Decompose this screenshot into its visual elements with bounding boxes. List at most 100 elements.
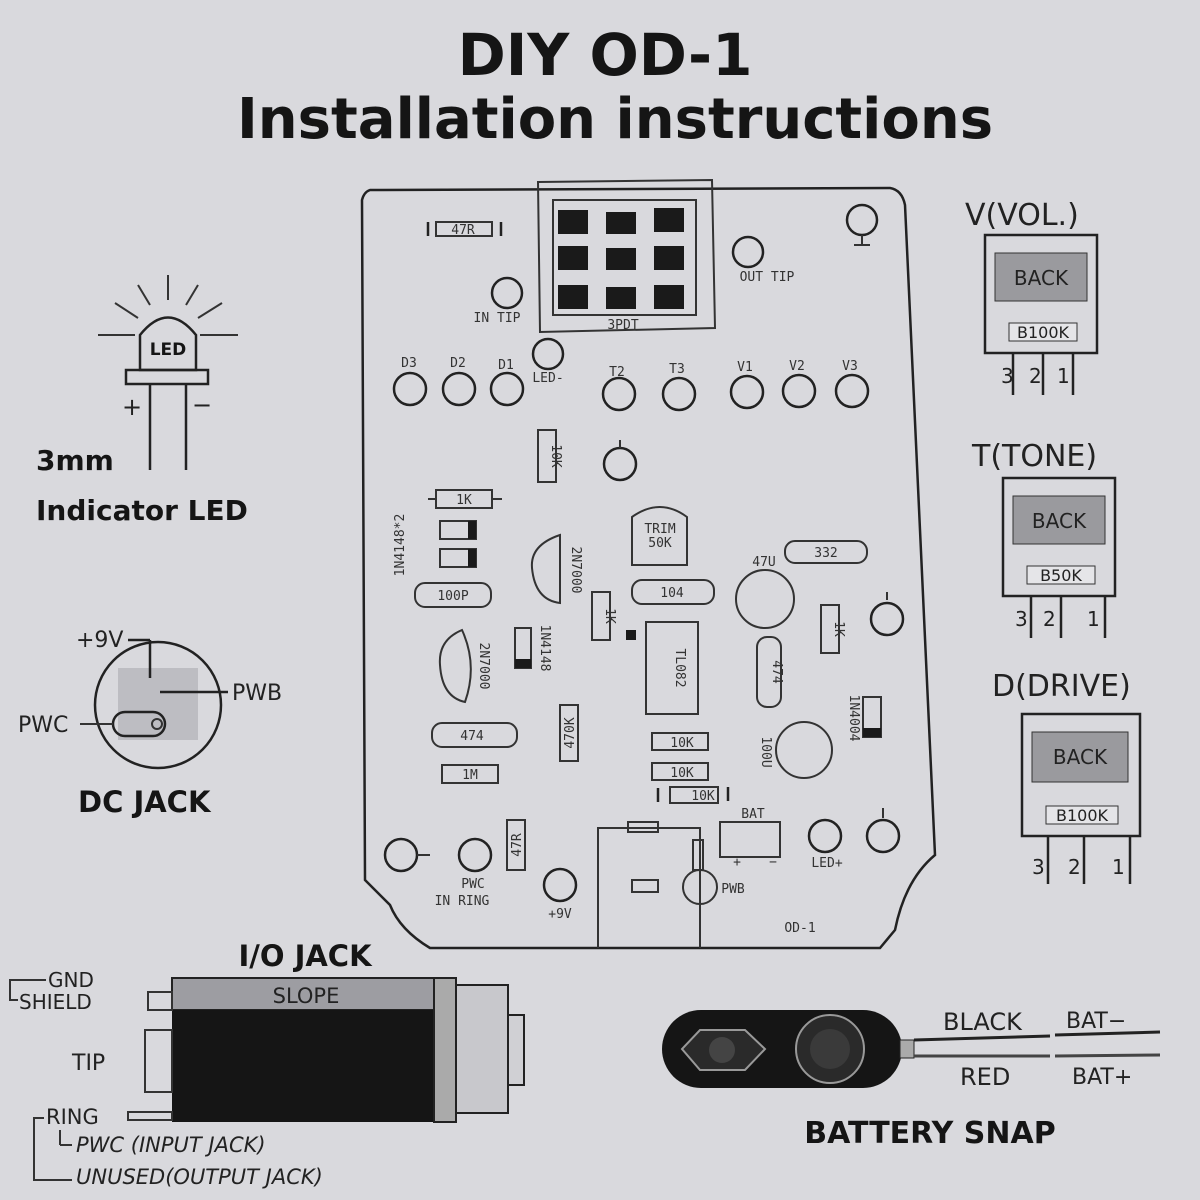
pcb-pad-v1: V1	[737, 360, 753, 375]
pcb-pwb: PWB	[721, 882, 745, 897]
pcb-c-474-a: 474	[460, 729, 484, 744]
pcb-bat-plus: +	[733, 855, 741, 870]
io-jack-gnd-label: GND	[48, 968, 94, 992]
pot-back-label: BACK	[1053, 745, 1108, 769]
pot-pin-1: 1	[1087, 607, 1100, 631]
pcb-d-1n4004: 1N4004	[846, 695, 861, 742]
battery-snap-diagram: BLACK BAT− RED BAT+ BATTERY SNAP	[662, 1008, 1161, 1151]
pcb-r-10k-a: 10K	[548, 444, 563, 468]
led-bulb-label: LED	[150, 340, 187, 360]
dc-jack-diagram: +9V PWB PWC DC JACK	[18, 628, 282, 819]
pcb-r-10k-c: 10K	[670, 766, 694, 781]
dc-jack-pwb-label: PWB	[232, 681, 282, 706]
led-plus-label: +	[122, 393, 142, 421]
pcb-diodes-label: 1N4148*2	[393, 514, 408, 577]
io-jack-title: I/O JACK	[238, 939, 373, 973]
io-jack-unused-label: UNUSED(OUTPUT JACK)	[76, 1165, 323, 1189]
pcb-r-470k: 470K	[563, 717, 578, 748]
pcb-pad-v2: V2	[789, 359, 805, 374]
pcb-pad-t2: T2	[609, 365, 625, 380]
pcb-pwc: PWC	[461, 877, 484, 892]
pcb-r-1m: 1M	[462, 768, 478, 783]
pcb-c-47u: 47U	[752, 555, 775, 570]
pcb-ic: TL082	[672, 648, 687, 687]
io-jack-shield-label: SHIELD	[19, 990, 92, 1014]
pot-pin-2: 2	[1029, 364, 1042, 388]
pot-tone-title: T(TONE)	[971, 439, 1097, 474]
dc-jack-pwc-label: PWC	[18, 713, 68, 738]
pcb-trim-line2: 50K	[648, 536, 672, 551]
pcb-pad-v3: V3	[842, 359, 858, 374]
pcb-pad-d3: D3	[401, 356, 417, 371]
pot-value: B100K	[1056, 806, 1109, 825]
pcb-r-10k-d: 10K	[691, 789, 715, 804]
pcb-pad-led-minus: LED-	[532, 371, 563, 386]
pcb-in-ring: IN RING	[435, 894, 490, 909]
pcb-bat-minus: −	[769, 855, 777, 870]
ground-pad	[845, 203, 879, 237]
title-line-2: Installation instructions	[237, 87, 993, 152]
pcb-in-tip: IN TIP	[474, 311, 521, 326]
dc-jack-caption: DC JACK	[78, 785, 212, 819]
pcb-9v: +9V	[548, 907, 572, 922]
pcb-bat-label: BAT	[741, 807, 765, 822]
pot-tone: BACK B50K 3 2 1	[1001, 476, 1117, 638]
pcb-r-1k-c: 1K	[831, 621, 846, 637]
pcb-q2: 2N7000	[476, 643, 491, 690]
pcb-c-332: 332	[814, 546, 837, 561]
battery-black-label: BLACK	[943, 1008, 1023, 1036]
pcb-c-100p: 100P	[437, 589, 468, 604]
pot-back-label: BACK	[1032, 509, 1087, 533]
dc-jack-9v-label: +9V	[76, 628, 123, 653]
pcb-q1: 2N7000	[568, 547, 583, 594]
pcb-r-10k-b: 10K	[670, 736, 694, 751]
pot-volume-title: V(VOL.)	[965, 198, 1079, 233]
pcb-r-47r-bottom: 47R	[510, 833, 525, 857]
pcb-c-100u: 100U	[758, 736, 773, 767]
pot-pin-1: 1	[1057, 364, 1070, 388]
io-jack-diagram: I/O JACK SLOPE GND SHIELD TIP RING PWC (…	[9, 939, 525, 1189]
3pdt-switch-lugs	[558, 208, 684, 309]
battery-bat-minus-label: BAT−	[1066, 1009, 1126, 1034]
pot-pin-3: 3	[1015, 607, 1028, 631]
pot-pin-3: 3	[1001, 364, 1014, 388]
pcb-d-1n4148: 1N4148	[537, 625, 552, 672]
pcb-pad-t3: T3	[669, 362, 685, 377]
battery-red-label: RED	[960, 1063, 1010, 1091]
pcb-pad-d2: D2	[450, 356, 466, 371]
led-glow-rays-icon	[98, 275, 238, 336]
pot-pin-1: 1	[1112, 855, 1125, 879]
pot-pin-2: 2	[1068, 855, 1081, 879]
pcb-r-1k-b: 1K	[602, 608, 617, 624]
led-size-label: 3mm	[36, 444, 114, 477]
pot-drive-title: D(DRIVE)	[992, 669, 1131, 704]
pot-pin-3: 3	[1032, 855, 1045, 879]
pcb-layout: 3PDT 47R IN TIP OUT TIP D3 D2 D1 LED- T2…	[360, 178, 937, 950]
led-diagram: LED + − 3mm Indicator LED	[36, 275, 248, 527]
pcb-r-47r-top: 47R	[451, 223, 475, 238]
io-jack-ring-label: RING	[46, 1105, 99, 1129]
battery-bat-plus-label: BAT+	[1072, 1065, 1132, 1090]
pot-volume: BACK B100K 3 2 1	[983, 233, 1099, 395]
pcb-switch-label: 3PDT	[607, 318, 638, 333]
led-minus-label: −	[192, 391, 212, 419]
pcb-led-plus: LED+	[811, 856, 842, 871]
pcb-board-name: OD-1	[784, 921, 815, 936]
io-jack-tip-label: TIP	[71, 1051, 105, 1076]
pot-value: B100K	[1017, 323, 1070, 342]
io-jack-slope-label: SLOPE	[273, 984, 340, 1008]
led-caption: Indicator LED	[36, 494, 248, 527]
pcb-trim-line1: TRIM	[644, 522, 675, 537]
pot-drive: BACK B100K 3 2 1	[1020, 712, 1142, 884]
pcb-pad-d1: D1	[498, 358, 514, 373]
pcb-c-474-b: 474	[769, 660, 784, 684]
battery-caption: BATTERY SNAP	[804, 1116, 1055, 1151]
pot-value: B50K	[1040, 566, 1082, 585]
title-line-1: DIY OD-1	[458, 21, 753, 89]
pcb-out-tip: OUT TIP	[740, 270, 795, 285]
pot-pin-2: 2	[1043, 607, 1056, 631]
pcb-c-104: 104	[660, 586, 684, 601]
pot-back-label: BACK	[1014, 266, 1069, 290]
io-jack-pwc-label: PWC (INPUT JACK)	[76, 1133, 266, 1157]
